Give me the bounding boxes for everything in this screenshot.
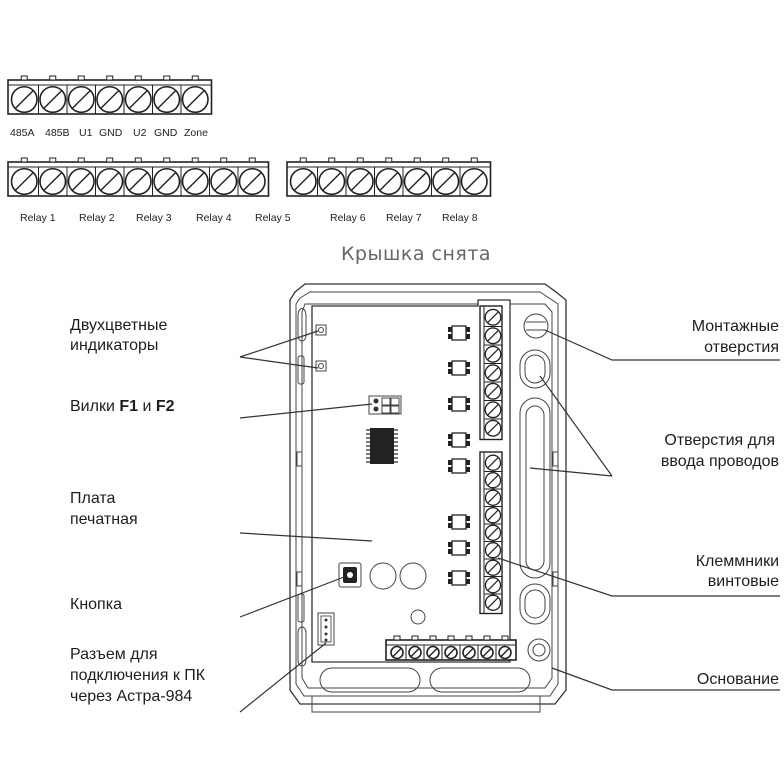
screw-terminals-lower — [479, 451, 503, 615]
label-base: Основание — [697, 671, 779, 688]
terminal-label-u1: U1 — [79, 127, 93, 139]
callout-lines — [239, 329, 780, 713]
terminal-block-relays-1-5 — [7, 157, 270, 197]
pcb — [311, 299, 517, 663]
screw-terminals-bottom — [385, 635, 517, 661]
callouts-left: Двухцветные индикаторы Вилки F1 и F2 Пла… — [70, 317, 206, 705]
label-mounting-line1: Монтажные — [692, 318, 779, 335]
terminal-label-relay-6: Relay 6 — [330, 212, 366, 224]
terminal-label-relay-1: Relay 1 — [20, 212, 56, 224]
terminal-label-relay-2: Relay 2 — [79, 212, 115, 224]
terminal-label-gnd-2: GND — [154, 127, 178, 139]
capacitor-1 — [369, 562, 397, 590]
terminal-label-zone: Zone — [184, 127, 208, 139]
cover-removed-title: Крышка снята — [341, 243, 491, 265]
label-jumpers: Вилки F1 и F2 — [70, 398, 175, 415]
label-wire-holes-line2: ввода проводов — [661, 453, 779, 470]
terminal-label-485b: 485B — [45, 127, 70, 139]
terminal-block-relays-6-8 — [286, 157, 492, 197]
led-indicator-2 — [315, 360, 327, 372]
label-mounting-line2: отверстия — [704, 339, 779, 356]
label-connector-line1: Разъем для — [70, 646, 158, 663]
jumper-f1-f2 — [368, 395, 402, 415]
terminal-label-relay-4: Relay 4 — [196, 212, 232, 224]
terminal-label-relay-8: Relay 8 — [442, 212, 478, 224]
label-connector-line2: подключения к ПК — [70, 667, 206, 684]
pcb-relays — [448, 325, 470, 586]
terminal-label-relay-3: Relay 3 — [136, 212, 172, 224]
label-connector-line3: через Астра-984 — [70, 688, 192, 705]
microcontroller-chip — [366, 428, 398, 464]
terminal-labels-row2: Relay 1 Relay 2 Relay 3 Relay 4 Relay 5 … — [20, 212, 478, 224]
label-button: Кнопка — [70, 596, 122, 613]
terminal-label-485a: 485A — [10, 127, 35, 139]
label-screw-terminals-line2: винтовые — [708, 573, 779, 590]
terminal-label-relay-5: Relay 5 — [255, 212, 291, 224]
led-indicator-1 — [315, 324, 327, 336]
label-screw-terminals-line1: Клеммники — [696, 553, 779, 570]
terminal-block-row1 — [7, 75, 213, 115]
capacitor-2 — [399, 562, 427, 590]
pc-connector — [317, 612, 335, 646]
label-pcb-line1: Плата — [70, 490, 116, 507]
label-indicators-line1: Двухцветные — [70, 317, 168, 334]
terminal-labels-row1: 485A 485B U1 GND U2 GND Zone — [10, 127, 208, 139]
label-wire-holes-line1: Отверстия для — [664, 432, 775, 449]
terminal-label-relay-7: Relay 7 — [386, 212, 422, 224]
terminal-label-gnd-1: GND — [99, 127, 123, 139]
screw-terminals-upper — [479, 305, 503, 441]
push-button — [338, 562, 362, 588]
terminal-label-u2: U2 — [133, 127, 147, 139]
label-indicators-line2: индикаторы — [70, 337, 158, 354]
label-pcb-line2: печатная — [70, 511, 138, 528]
callouts-right: Монтажные отверстия Отверстия для ввода … — [661, 318, 779, 688]
